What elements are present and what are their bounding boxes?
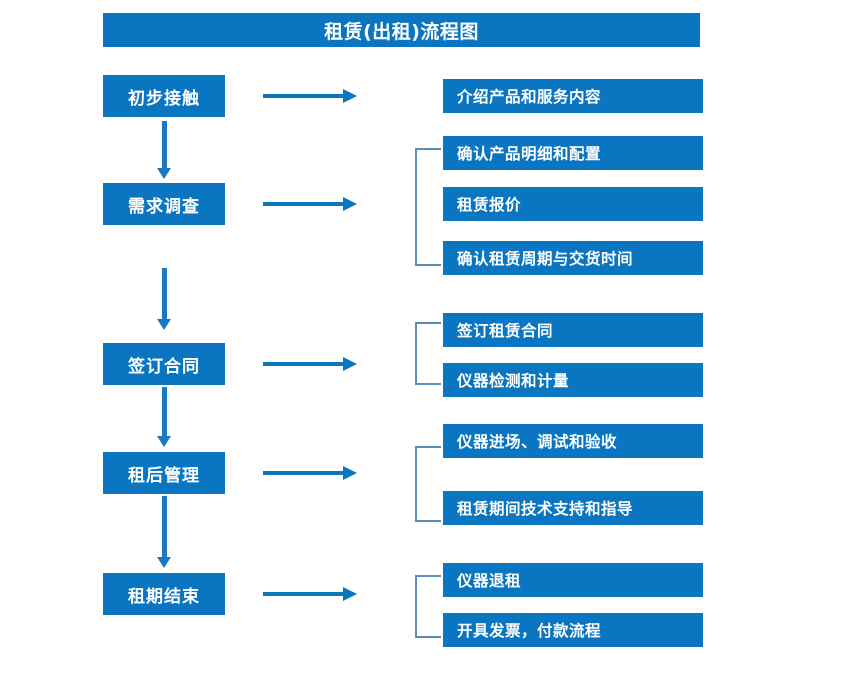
detail-box-4-2[interactable]: 租赁期间技术支持和指导 [443, 491, 703, 525]
arrow-shaft [162, 387, 167, 436]
flow-arrow-right-1 [263, 89, 357, 103]
stage-box-2[interactable]: 需求调查 [103, 183, 225, 225]
detail-box-2-1[interactable]: 确认产品明细和配置 [443, 136, 703, 170]
arrow-shaft [162, 496, 167, 557]
flow-arrow-down-1 [157, 121, 172, 179]
detail-box-2-3[interactable]: 确认租赁周期与交货时间 [443, 241, 703, 275]
stage-box-3[interactable]: 签订合同 [103, 343, 225, 385]
group-bracket-5 [415, 575, 441, 638]
arrow-head-icon [343, 89, 357, 103]
stage-box-4[interactable]: 租后管理 [103, 452, 225, 494]
arrow-shaft [263, 471, 345, 475]
flow-arrow-down-2 [157, 268, 172, 330]
arrow-shaft [263, 94, 345, 98]
stage-box-5[interactable]: 租期结束 [103, 573, 225, 615]
flow-arrow-down-4 [157, 496, 172, 568]
arrow-shaft [162, 121, 167, 168]
arrow-head-icon [157, 436, 171, 447]
arrow-head-icon [343, 587, 357, 601]
flow-arrow-right-2 [263, 197, 357, 211]
stage-box-1[interactable]: 初步接触 [103, 75, 225, 117]
flow-arrow-right-3 [263, 357, 357, 371]
detail-box-4-1[interactable]: 仪器进场、调试和验收 [443, 424, 703, 458]
detail-box-2-2[interactable]: 租赁报价 [443, 187, 703, 221]
flow-arrow-down-3 [157, 387, 172, 447]
arrow-head-icon [157, 319, 171, 330]
flow-arrow-right-4 [263, 466, 357, 480]
arrow-head-icon [343, 357, 357, 371]
detail-box-5-2[interactable]: 开具发票，付款流程 [443, 613, 703, 647]
detail-box-5-1[interactable]: 仪器退租 [443, 563, 703, 597]
arrow-shaft [263, 202, 345, 206]
arrow-head-icon [157, 557, 171, 568]
diagram-title: 租赁(出租)流程图 [103, 13, 700, 47]
group-bracket-2 [415, 148, 441, 266]
arrow-shaft [162, 268, 167, 319]
group-bracket-4 [415, 446, 441, 522]
arrow-head-icon [157, 168, 171, 179]
detail-box-1-1[interactable]: 介绍产品和服务内容 [443, 79, 703, 113]
arrow-head-icon [343, 197, 357, 211]
detail-box-3-1[interactable]: 签订租赁合同 [443, 313, 703, 347]
detail-box-3-2[interactable]: 仪器检测和计量 [443, 363, 703, 397]
arrow-head-icon [343, 466, 357, 480]
group-bracket-3 [415, 322, 441, 385]
arrow-shaft [263, 362, 345, 366]
flow-arrow-right-5 [263, 587, 357, 601]
arrow-shaft [263, 592, 345, 596]
